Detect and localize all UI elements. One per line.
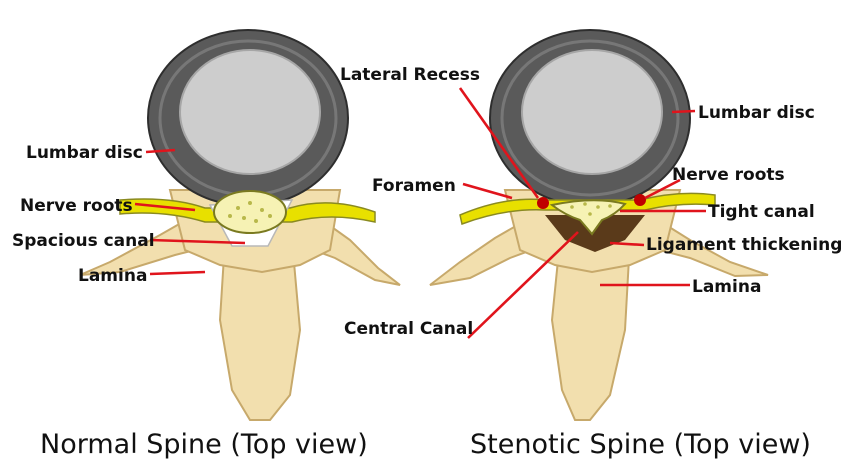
normal-spine-caption: Normal Spine (Top view): [40, 429, 368, 460]
central-canal-label: Central Canal: [344, 319, 473, 339]
stenotic-lateral-recess-left-dot: [537, 197, 549, 209]
normal-lumbar-disc-label: Lumbar disc: [26, 143, 143, 163]
normal-lamina-label: Lamina: [78, 266, 147, 286]
stenotic-spine-caption: Stenotic Spine (Top view): [470, 429, 811, 460]
ligament-thickening-label: Ligament thickening: [646, 235, 842, 255]
normal-lamina-pointer: [150, 272, 205, 274]
foramen-label: Foramen: [372, 176, 456, 196]
stenotic-disc-nucleus: [522, 50, 662, 174]
normal-spine-illustration: [80, 30, 400, 420]
normal-disc-nucleus: [180, 50, 320, 174]
normal-spacious-canal-label: Spacious canal: [12, 231, 155, 251]
stenotic-lamina-label: Lamina: [692, 277, 761, 297]
normal-spinal-cord: [214, 191, 286, 233]
stenotic-spine-illustration: [430, 30, 768, 420]
stenotic-nerve-roots-label: Nerve roots: [672, 165, 785, 185]
normal-nerve-roots-label: Nerve roots: [20, 196, 133, 216]
tight-canal-label: Tight canal: [708, 202, 815, 222]
stenotic-lateral-recess-right-dot: [634, 194, 646, 206]
stenotic-lumbar-disc-label: Lumbar disc: [698, 103, 815, 123]
stenotic-disc-pointer: [672, 111, 695, 112]
lateral-recess-label: Lateral Recess: [340, 65, 480, 85]
